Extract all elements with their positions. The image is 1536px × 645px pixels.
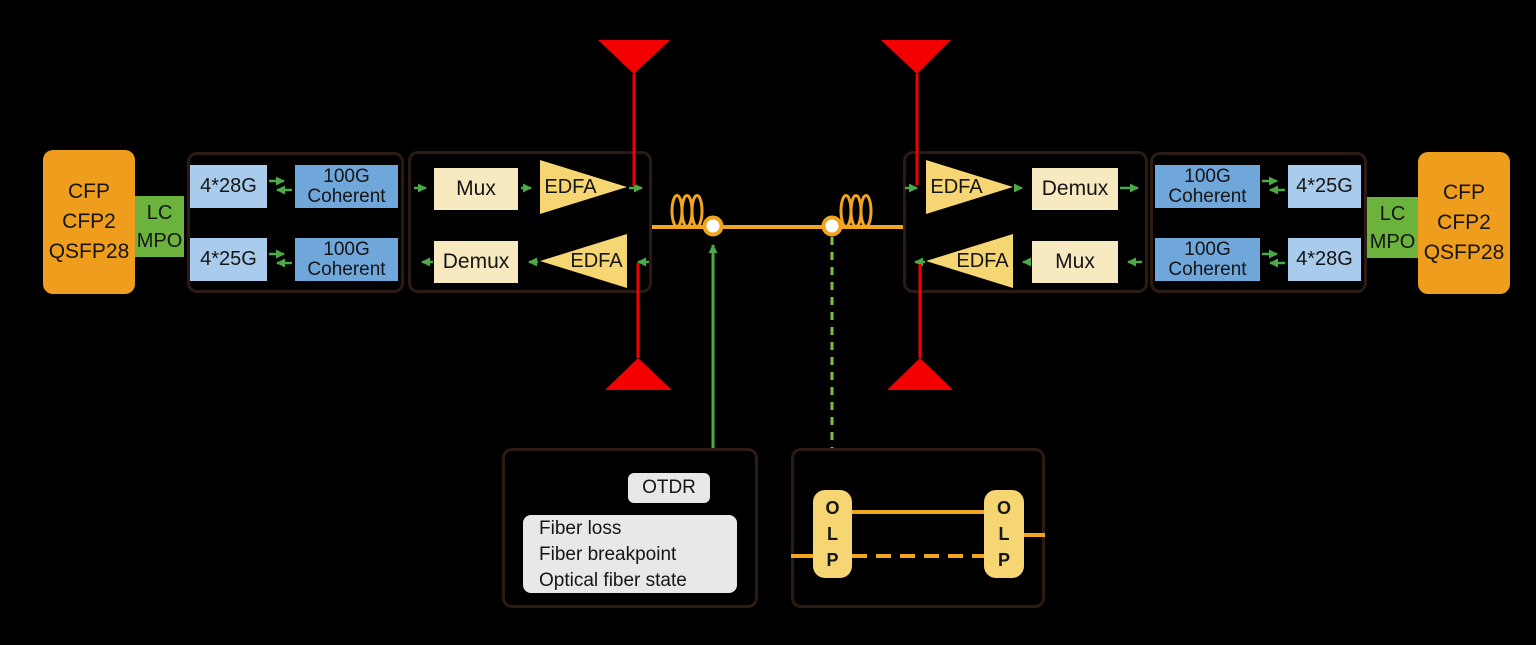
transceiver-type: QSFP28 (1423, 241, 1505, 264)
fiber-connector-right (821, 215, 843, 237)
right-amplifier-unit (903, 151, 1148, 293)
fiber-coil-left (670, 194, 704, 228)
left-mux: Mux (434, 168, 518, 210)
right-client-port-bottom: 4*28G (1288, 238, 1361, 281)
red-tap-marker-bottom-right (887, 358, 953, 390)
left-coherent-module-top: 100G Coherent (295, 165, 398, 208)
transceiver-type: CFP2 (1437, 211, 1491, 234)
right-lc-mpo-connector: LC MPO (1367, 197, 1418, 258)
coherent-label: 100G (1184, 238, 1231, 260)
port-rate-label: 4*28G (200, 175, 257, 197)
transceiver-type: CFP2 (62, 210, 116, 233)
left-amplifier-unit (408, 151, 652, 293)
right-client-port-top: 4*25G (1288, 165, 1361, 208)
red-tap-marker-top-right (881, 40, 951, 74)
fiber-connector-left (702, 215, 724, 237)
coherent-label: 100G (323, 238, 370, 260)
red-tap-marker-top-left (598, 40, 670, 74)
olp-letter: O (996, 498, 1011, 518)
fiber-coil-right (839, 194, 873, 228)
right-coherent-module-top: 100G Coherent (1155, 165, 1260, 208)
left-coherent-module-bottom: 100G Coherent (295, 238, 398, 281)
coherent-label: Coherent (1168, 185, 1247, 207)
olp-letter: L (998, 524, 1010, 544)
coherent-label: Coherent (307, 258, 386, 280)
left-client-port-top: 4*28G (190, 165, 267, 208)
coherent-label: 100G (323, 165, 370, 187)
connector-type: MPO (136, 229, 183, 252)
olp-letter: P (997, 550, 1010, 570)
olp-module-left: O L P (813, 490, 852, 578)
olp-module-right: O L P (984, 490, 1024, 578)
right-mux: Mux (1032, 241, 1118, 283)
right-client-unit (1150, 152, 1367, 293)
edfa-label: EDFA (570, 249, 623, 272)
olp-letter: O (825, 498, 840, 518)
right-demux: Demux (1032, 168, 1118, 210)
right-coherent-module-bottom: 100G Coherent (1155, 238, 1260, 281)
olp-unit (791, 448, 1045, 608)
port-rate-label: 4*28G (1296, 248, 1353, 270)
transceiver-type: CFP (68, 180, 110, 203)
coherent-label: 100G (1184, 165, 1231, 187)
edfa-label: EDFA (956, 249, 1009, 272)
mux-label: Mux (1055, 250, 1095, 273)
otdr-label-box: OTDR (628, 473, 710, 503)
transceiver-type: QSFP28 (48, 240, 130, 263)
port-rate-label: 4*25G (1296, 175, 1353, 197)
edfa-label: EDFA (544, 175, 597, 198)
left-client-port-bottom: 4*25G (190, 238, 267, 281)
otdr-info-line: Fiber breakpoint (539, 544, 677, 565)
otdr-unit (502, 448, 758, 608)
olp-letter: P (826, 550, 839, 570)
red-tap-marker-bottom-left (605, 358, 672, 390)
otdr-title: OTDR (642, 477, 696, 498)
olp-letter: L (827, 524, 838, 544)
right-transceiver-module: CFP CFP2 QSFP28 (1418, 152, 1510, 294)
connector-type: MPO (1369, 230, 1416, 253)
left-demux: Demux (434, 241, 518, 283)
coherent-label: Coherent (307, 185, 386, 207)
connector-type: LC (146, 201, 173, 224)
left-transceiver-module: CFP CFP2 QSFP28 (43, 150, 135, 294)
edfa-label: EDFA (930, 175, 983, 198)
otdr-info-line: Optical fiber state (539, 570, 687, 591)
coherent-label: Coherent (1168, 258, 1247, 280)
otdr-info-panel: Fiber loss Fiber breakpoint Optical fibe… (523, 515, 737, 593)
port-rate-label: 4*25G (200, 248, 257, 270)
transceiver-type: CFP (1443, 181, 1485, 204)
left-client-unit (187, 152, 404, 293)
demux-label: Demux (442, 250, 510, 273)
left-lc-mpo-connector: LC MPO (135, 196, 184, 257)
mux-label: Mux (456, 177, 496, 200)
demux-label: Demux (1041, 177, 1109, 200)
otdr-info-line: Fiber loss (539, 518, 622, 539)
connector-type: LC (1379, 202, 1406, 225)
